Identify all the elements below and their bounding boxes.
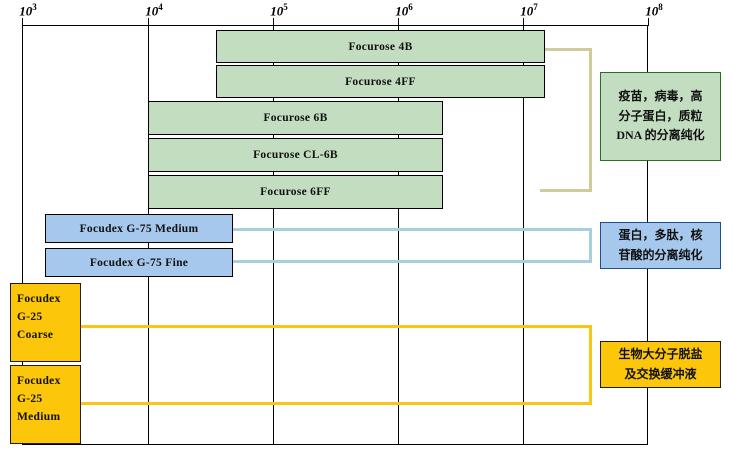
- axis-tick-1e5: [273, 18, 274, 26]
- axis-tick-1e6: [398, 18, 399, 26]
- axis-label-1e8: 108: [645, 2, 663, 19]
- annotation-g75-applications: 蛋白，多肽，核 苷酸的分离纯化: [600, 222, 721, 269]
- bar-focudex-g25-coarse[interactable]: Focudex G-25 Coarse: [10, 283, 81, 362]
- gridline-1e5: [273, 25, 274, 445]
- axis-label-1e4: 104: [145, 2, 163, 19]
- axis-tick-1e8: [648, 18, 649, 26]
- annotation-agarose-applications: 疫苗，病毒，高 分子蛋白，质粒 DNA 的分离纯化: [600, 72, 721, 161]
- bar-label-line: Coarse: [17, 328, 54, 341]
- bar-label-line: G-25: [17, 392, 43, 405]
- bar-focudex-g75-medium[interactable]: Focudex G-75 Medium: [45, 214, 233, 243]
- annotation-line: 蛋白，多肽，核: [618, 228, 703, 243]
- gridline-1e7: [523, 25, 524, 445]
- annotation-line: 苷酸的分离纯化: [618, 247, 703, 262]
- bar-label: Focurose 4B: [348, 40, 413, 53]
- bar-focurose-6ff[interactable]: Focurose 6FF: [148, 175, 443, 209]
- bar-label: Focurose 4FF: [345, 75, 416, 88]
- bar-focudex-g75-fine[interactable]: Focudex G-75 Fine: [45, 248, 233, 277]
- annotation-line: DNA 的分离纯化: [616, 128, 705, 143]
- x-axis-line: [22, 25, 648, 26]
- bar-label: Focurose 6FF: [260, 186, 331, 198]
- connector-bracket-g25: [76, 325, 592, 405]
- bar-focurose-6b[interactable]: Focurose 6B: [148, 101, 443, 135]
- axis-label-1e5: 105: [270, 2, 288, 19]
- axis-label-1e6: 106: [395, 2, 413, 19]
- gridline-1e6: [398, 25, 399, 445]
- bar-label-line: Focudex: [17, 375, 61, 387]
- bar-label: Focudex G-25 Coarse: [17, 291, 61, 344]
- bar-focurose-4ff[interactable]: Focurose 4FF: [216, 65, 545, 98]
- axis-label-1e7: 107: [520, 2, 538, 19]
- bar-focudex-g25-medium[interactable]: Focudex G-25 Medium: [10, 365, 81, 444]
- axis-tick-1e4: [148, 18, 149, 26]
- annotation-line: 疫苗，病毒，高: [618, 89, 703, 104]
- bar-focurose-4b[interactable]: Focurose 4B: [216, 30, 545, 63]
- bar-label: Focudex G-75 Medium: [79, 222, 199, 235]
- annotation-line: 生物大分子脱盐: [618, 347, 703, 362]
- bar-label: Focudex G-75 Fine: [89, 256, 189, 269]
- annotation-line: 分子蛋白，质粒: [618, 108, 703, 123]
- bar-label: Focurose CL-6B: [253, 149, 338, 161]
- axis-tick-1e3: [22, 18, 23, 26]
- axis-tick-1e7: [523, 18, 524, 26]
- bar-label: Focurose 6B: [263, 112, 328, 124]
- connector-bracket-g75: [228, 228, 592, 263]
- axis-label-1e3: 103: [19, 2, 37, 19]
- annotation-g25-applications: 生物大分子脱盐 及交换缓冲液: [600, 341, 721, 388]
- bar-label-line: G-25: [17, 310, 43, 323]
- bar-label-line: Medium: [17, 410, 61, 423]
- bar-label: Focudex G-25 Medium: [17, 373, 61, 426]
- bar-label-line: Focudex: [17, 293, 61, 305]
- connector-bracket-agarose: [540, 48, 592, 192]
- bar-focurose-cl-6b[interactable]: Focurose CL-6B: [148, 138, 443, 172]
- annotation-line: 及交换缓冲液: [624, 366, 697, 381]
